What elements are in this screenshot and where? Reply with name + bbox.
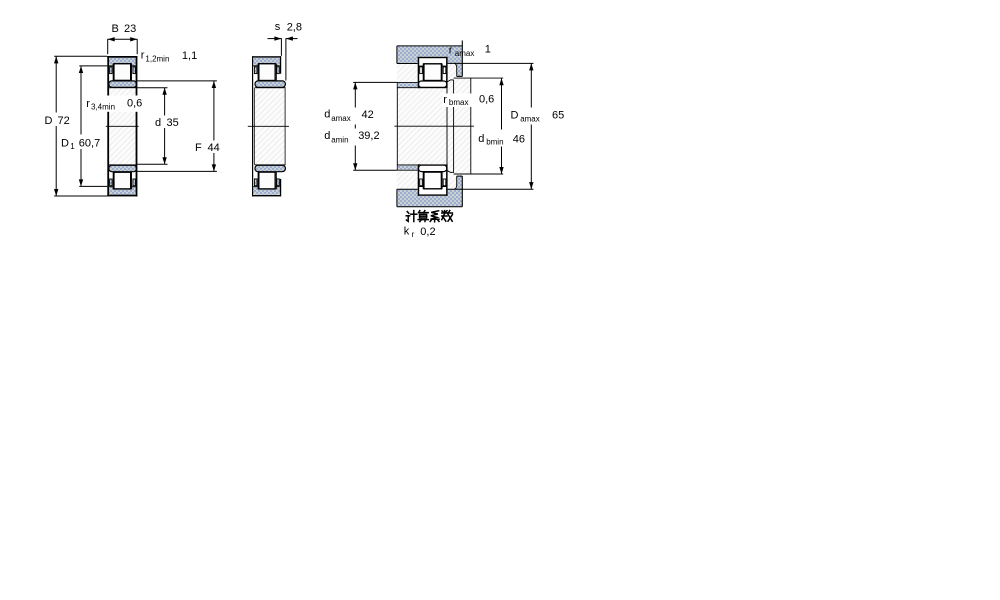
svg-text:r: r xyxy=(443,94,447,106)
svg-text:r: r xyxy=(449,44,453,56)
svg-text:k: k xyxy=(404,226,410,238)
svg-text:35: 35 xyxy=(167,117,179,129)
svg-text:1,2min: 1,2min xyxy=(145,55,169,64)
svg-text:1,1: 1,1 xyxy=(182,50,197,62)
svg-text:d: d xyxy=(155,117,161,129)
svg-text:bmax: bmax xyxy=(449,98,469,107)
svg-text:bmin: bmin xyxy=(486,138,503,147)
svg-text:D: D xyxy=(61,138,69,150)
svg-text:1: 1 xyxy=(70,142,75,151)
svg-text:d: d xyxy=(324,130,330,142)
svg-text:2,8: 2,8 xyxy=(287,22,302,34)
svg-text:d: d xyxy=(478,133,484,145)
svg-text:amin: amin xyxy=(331,136,348,145)
svg-text:44: 44 xyxy=(208,142,220,154)
svg-text:amax: amax xyxy=(455,49,475,58)
svg-text:0,6: 0,6 xyxy=(127,97,142,109)
svg-text:d: d xyxy=(324,109,330,121)
svg-text:72: 72 xyxy=(58,115,70,127)
svg-text:60,7: 60,7 xyxy=(79,138,100,150)
svg-text:r: r xyxy=(141,50,145,62)
svg-text:65: 65 xyxy=(552,110,564,122)
svg-text:D: D xyxy=(511,110,519,122)
svg-text:0,2: 0,2 xyxy=(420,226,435,238)
svg-text:F: F xyxy=(195,142,202,154)
svg-text:amax: amax xyxy=(331,114,351,123)
svg-text:B: B xyxy=(112,23,119,35)
svg-text:46: 46 xyxy=(513,133,525,145)
svg-text:42: 42 xyxy=(362,109,374,121)
svg-text:23: 23 xyxy=(124,23,136,35)
svg-text:r: r xyxy=(412,230,415,239)
svg-text:s: s xyxy=(275,21,281,33)
svg-text:39,2: 39,2 xyxy=(358,130,379,142)
svg-text:1: 1 xyxy=(485,44,491,56)
svg-text:0,6: 0,6 xyxy=(479,94,494,106)
svg-text:D: D xyxy=(45,115,53,127)
svg-text:3,4min: 3,4min xyxy=(91,102,115,111)
svg-text:r: r xyxy=(86,98,90,110)
svg-text:amax: amax xyxy=(520,115,540,124)
